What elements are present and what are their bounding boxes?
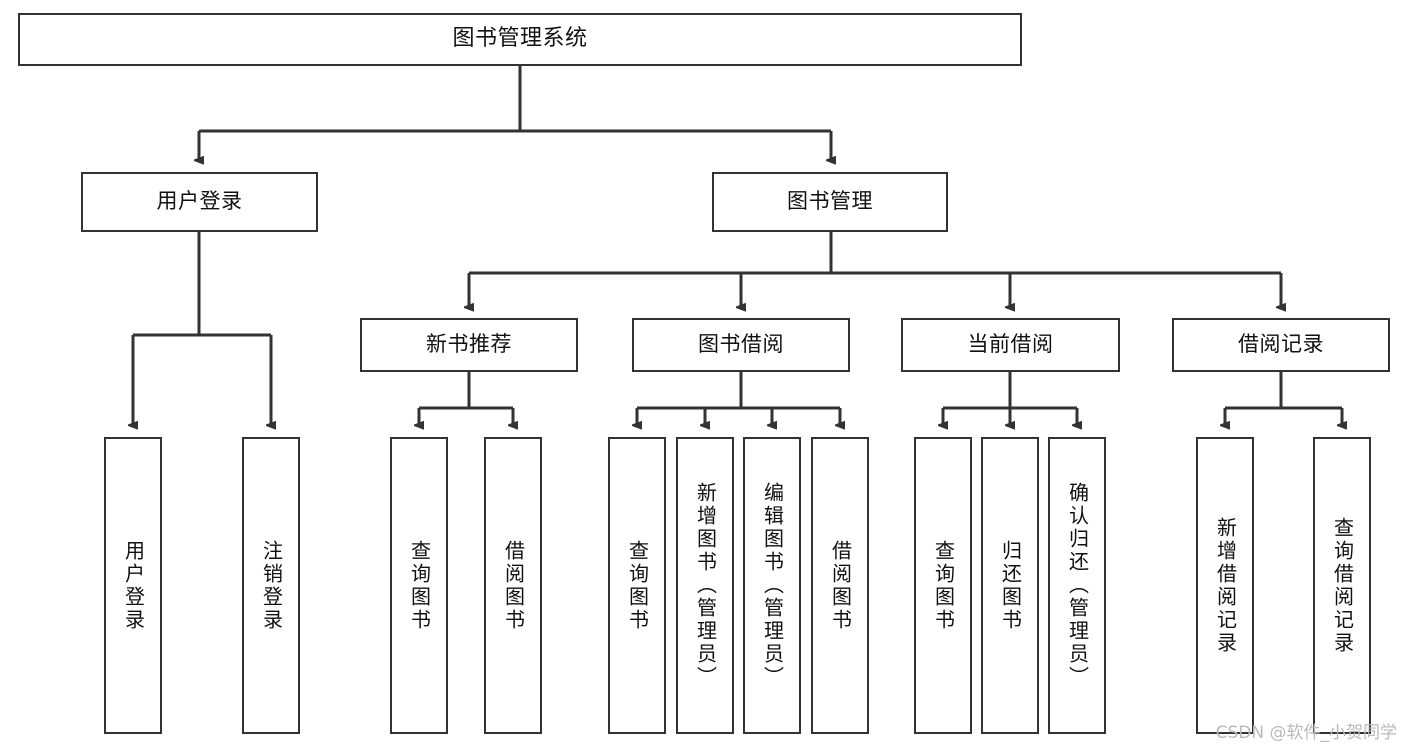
node-leaf-borrow-book-1[interactable]: 借阅图书 xyxy=(484,437,542,734)
node-leaf-borrow-book-2[interactable]: 借阅图书 xyxy=(811,437,869,734)
node-leaf-query-book-3-label: 查询图书 xyxy=(931,539,956,632)
node-leaf-borrow-book-1-label: 借阅图书 xyxy=(501,539,526,632)
node-leaf-return-book[interactable]: 归还图书 xyxy=(981,437,1039,734)
node-leaf-query-book-2[interactable]: 查询图书 xyxy=(608,437,666,734)
node-current-borrow-label: 当前借阅 xyxy=(967,332,1054,357)
node-leaf-borrow-book-2-label: 借阅图书 xyxy=(828,539,853,632)
node-leaf-query-book-2-label: 查询图书 xyxy=(625,539,650,632)
node-leaf-confirm-return[interactable]: 确认归还（管理员） xyxy=(1048,437,1106,734)
node-book-management-label: 图书管理 xyxy=(787,189,873,214)
node-leaf-query-record-label: 查询借阅记录 xyxy=(1330,516,1355,655)
node-root-system-label: 图书管理系统 xyxy=(452,26,588,52)
node-leaf-add-record-label: 新增借阅记录 xyxy=(1213,516,1238,655)
node-current-borrow[interactable]: 当前借阅 xyxy=(901,318,1120,372)
node-leaf-add-record[interactable]: 新增借阅记录 xyxy=(1196,437,1254,734)
node-leaf-edit-book[interactable]: 编辑图书（管理员） xyxy=(743,437,801,734)
node-leaf-query-book-1-label: 查询图书 xyxy=(407,539,432,632)
node-root-system[interactable]: 图书管理系统 xyxy=(18,13,1022,66)
node-leaf-add-book-label: 新增图书（管理员） xyxy=(693,482,718,689)
node-book-borrow-label: 图书借阅 xyxy=(698,332,784,357)
node-leaf-user-login-label: 用户登录 xyxy=(121,539,146,632)
node-leaf-logout[interactable]: 注销登录 xyxy=(242,437,300,734)
node-leaf-edit-book-label: 编辑图书（管理员） xyxy=(760,482,785,689)
node-user-login-label: 用户登录 xyxy=(156,189,243,214)
node-leaf-user-login[interactable]: 用户登录 xyxy=(104,437,162,734)
node-book-management[interactable]: 图书管理 xyxy=(712,172,948,232)
node-leaf-logout-label: 注销登录 xyxy=(259,539,284,632)
node-leaf-query-record[interactable]: 查询借阅记录 xyxy=(1313,437,1371,734)
csdn-watermark: CSDN @软件_小贺同学 xyxy=(1215,723,1397,743)
node-leaf-return-book-label: 归还图书 xyxy=(998,539,1023,632)
node-leaf-query-book-1[interactable]: 查询图书 xyxy=(390,437,448,734)
node-user-login[interactable]: 用户登录 xyxy=(81,172,318,232)
node-book-borrow[interactable]: 图书借阅 xyxy=(632,318,850,372)
node-leaf-confirm-return-label: 确认归还（管理员） xyxy=(1065,482,1090,689)
node-new-book-recommend[interactable]: 新书推荐 xyxy=(360,318,578,372)
node-borrow-record-label: 借阅记录 xyxy=(1238,332,1324,357)
node-leaf-add-book[interactable]: 新增图书（管理员） xyxy=(676,437,734,734)
node-leaf-query-book-3[interactable]: 查询图书 xyxy=(914,437,972,734)
node-borrow-record[interactable]: 借阅记录 xyxy=(1172,318,1390,372)
node-new-book-recommend-label: 新书推荐 xyxy=(426,332,512,357)
